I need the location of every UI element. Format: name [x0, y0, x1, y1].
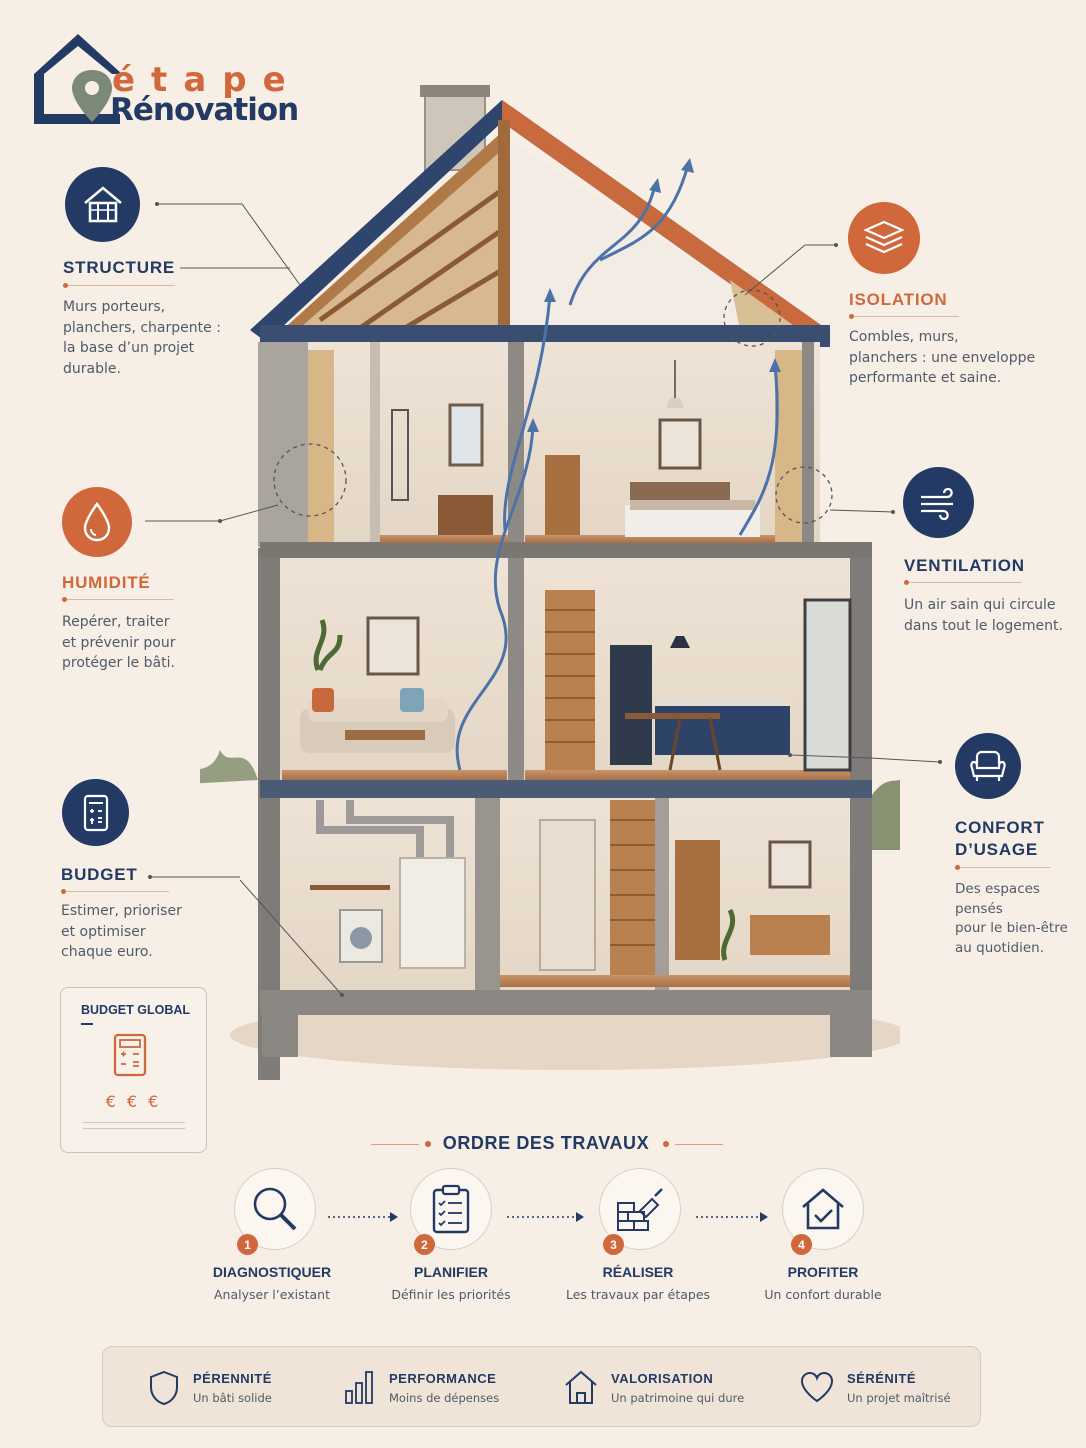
benefits-bar: PÉRENNITÉ Un bâti solide PERFORMANCE Moi…: [102, 1346, 981, 1427]
ventilation-icon-circle: [903, 467, 974, 538]
logo-word-renovation: Rénovation: [110, 92, 299, 128]
budget-title: BUDGET: [61, 865, 138, 884]
house-icon: [565, 1370, 597, 1404]
ordre-des-travaux-title: ORDRE DES TRAVAUX: [0, 1133, 1086, 1154]
wind-icon: [920, 487, 953, 520]
benefit-perennite-sub: Un bâti solide: [193, 1391, 272, 1405]
confort-description: Des espaces pensés pour le bien-être au …: [955, 881, 1068, 956]
humidite-description: Repérer, traiter et prévenir pour protég…: [62, 614, 176, 671]
budget-global-card: BUDGET GLOBAL € € €: [60, 987, 207, 1153]
step-diagnostiquer-label: DIAGNOSTIQUER: [212, 1264, 332, 1280]
shield-icon: [150, 1370, 178, 1406]
house-check-icon: [802, 1188, 844, 1230]
benefit-serenite-sub: Un projet maîtrisé: [847, 1391, 951, 1405]
confort-title-line1: CONFORT: [955, 818, 1045, 837]
step-realiser-sub: Les travaux par étapes: [565, 1287, 711, 1302]
isolation-description: Combles, murs, planchers : une enveloppe…: [849, 329, 1036, 386]
structure-icon-circle: [65, 167, 140, 242]
benefit-performance: PERFORMANCE Moins de dépenses: [343, 1347, 543, 1428]
step-profiter-sub: Un confort durable: [764, 1287, 882, 1302]
house-cutaway-illustration: [200, 85, 900, 1080]
magnifier-icon: [253, 1187, 297, 1231]
structure-title: STRUCTURE: [63, 258, 176, 277]
calculator-icon: [83, 794, 108, 831]
bar-chart-icon: [345, 1371, 373, 1404]
ventilation-title: VENTILATION: [904, 556, 1025, 575]
bricks-trowel-icon: [617, 1188, 663, 1231]
benefit-serenite: SÉRÉNITÉ Un projet maîtrisé: [799, 1347, 969, 1428]
heart-icon: [800, 1371, 834, 1403]
step-number-1: 1: [237, 1234, 258, 1255]
step-diagnostiquer-sub: Analyser l’existant: [213, 1287, 330, 1302]
budget-icon-circle: [62, 779, 129, 846]
house-frame-icon: [83, 185, 122, 222]
budget-underline: [61, 889, 169, 894]
step-number-3: 3: [603, 1234, 624, 1255]
step-number-2: 2: [414, 1234, 435, 1255]
budget-global-dash: [81, 1023, 93, 1025]
humidite-icon-circle: [62, 487, 132, 557]
benefit-valorisation-sub: Un patrimoine qui dure: [611, 1391, 745, 1405]
calculator-icon: [113, 1033, 147, 1077]
confort-icon-circle: [955, 733, 1021, 799]
structure-description: Murs porteurs, planchers, charpente : la…: [63, 299, 221, 377]
water-drop-icon: [83, 501, 111, 542]
budget-description: Estimer, prioriser et optimiser chaque e…: [61, 903, 182, 960]
step-profiter-label: PROFITER: [787, 1264, 859, 1280]
step-realiser-label: RÉALISER: [602, 1264, 674, 1280]
confort-underline: [955, 865, 1050, 870]
step-planifier-label: PLANIFIER: [414, 1264, 488, 1280]
budget-global-title: BUDGET GLOBAL: [81, 1003, 191, 1017]
step-realiser-circle: [599, 1168, 681, 1250]
arrow-right-icon: [760, 1212, 768, 1222]
house-pin-logo-icon: [34, 34, 122, 124]
humidite-underline: [62, 597, 174, 602]
budget-global-line: [83, 1122, 185, 1123]
budget-global-line: [83, 1128, 185, 1129]
clipboard-checklist-icon: [432, 1184, 470, 1234]
isolation-underline: [849, 314, 959, 319]
step-planifier-sub: Définir les priorités: [391, 1287, 511, 1302]
benefit-perennite: PÉRENNITÉ Un bâti solide: [147, 1347, 327, 1428]
structure-underline: [63, 283, 175, 288]
logo: étape Rénovation: [30, 30, 300, 140]
budget-global-euros: € € €: [105, 1092, 162, 1111]
step-number-4: 4: [791, 1234, 812, 1255]
benefit-perennite-title: PÉRENNITÉ: [193, 1371, 272, 1386]
benefit-valorisation: VALORISATION Un patrimoine qui dure: [563, 1347, 783, 1428]
logo-word-etape: étape: [112, 60, 302, 100]
ventilation-underline: [904, 580, 1022, 585]
isolation-title: ISOLATION: [849, 290, 948, 309]
arrow-right-icon: [576, 1212, 584, 1222]
benefit-performance-title: PERFORMANCE: [389, 1371, 497, 1386]
step-planifier-circle: [410, 1168, 492, 1250]
ventilation-description: Un air sain qui circule dans tout le log…: [904, 597, 1063, 634]
benefit-valorisation-title: VALORISATION: [611, 1371, 714, 1386]
benefit-performance-sub: Moins de dépenses: [389, 1391, 500, 1405]
humidite-title: HUMIDITÉ: [62, 573, 151, 592]
isolation-icon-circle: [848, 202, 920, 274]
layers-icon: [863, 220, 905, 254]
arrow-right-icon: [390, 1212, 398, 1222]
confort-title-line2: D’USAGE: [955, 840, 1039, 859]
armchair-icon: [970, 750, 1006, 781]
benefit-serenite-title: SÉRÉNITÉ: [847, 1371, 917, 1386]
